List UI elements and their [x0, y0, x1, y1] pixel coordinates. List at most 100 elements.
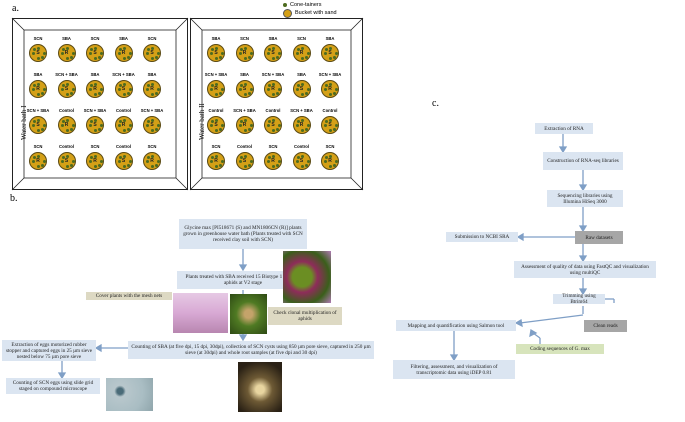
bucket-code: R [64, 122, 69, 128]
cone-tainer [335, 124, 338, 127]
cone-tainer [98, 92, 101, 95]
cone-tainer [268, 48, 271, 51]
bucket-code: S [242, 86, 247, 92]
cone-tainer [272, 129, 275, 132]
cone-tainer [146, 88, 149, 91]
cone-tainer [243, 119, 247, 122]
cone-tainer [239, 156, 243, 159]
bucket: S [207, 116, 225, 134]
cone-tainer [324, 124, 327, 127]
bucket: S [292, 80, 311, 98]
box-extraction-rna: Extraction of RNA [535, 123, 593, 134]
cone-tainer [60, 52, 64, 55]
cone-tainer [243, 155, 247, 158]
cone-tainer [333, 92, 336, 95]
cone-tainer [146, 52, 149, 55]
treatment-label: SCN + SBA [26, 108, 50, 113]
bucket-code: R [242, 122, 247, 128]
treatment-label: SCN + SBA [233, 108, 256, 113]
bucket-icon [283, 8, 292, 18]
cone-tainer [147, 48, 150, 51]
cone-tainer [211, 48, 214, 51]
cone-tainer [155, 92, 158, 95]
bucket: S [264, 116, 282, 134]
cone-tainer [151, 129, 154, 132]
bucket: R [114, 44, 133, 62]
cone-tainer [221, 88, 224, 91]
cone-tainer [300, 155, 304, 158]
cone-tainer [249, 160, 253, 163]
cone-tainer [296, 120, 300, 123]
cone-tainer [276, 128, 279, 131]
cone-tainer [239, 48, 243, 51]
bucket-code: R [299, 50, 304, 56]
cone-tainer [157, 124, 160, 127]
bucket-code: S [64, 158, 69, 164]
bucket-code: S [36, 122, 40, 128]
cone-tainer [118, 48, 122, 51]
cone-tainer [100, 160, 103, 163]
cone-tainer [100, 88, 103, 91]
cone-tainer [94, 57, 97, 60]
cone-tainer [238, 160, 242, 163]
bucket-code: R [242, 50, 247, 56]
cone-tainer [71, 124, 75, 127]
treatment-label: SCN [33, 36, 43, 41]
cone-tainer [117, 160, 121, 163]
cone-tainer [126, 56, 130, 59]
cone-tainer [210, 52, 213, 55]
cone-tainer [37, 57, 40, 60]
cone-tainer [122, 83, 126, 86]
cone-tainer [211, 84, 214, 87]
bucket: R [207, 152, 225, 170]
photo-plants-aphids [283, 251, 331, 303]
bucket: S [143, 116, 161, 134]
photo-leaf [230, 294, 267, 334]
cone-tainer [295, 52, 299, 55]
cone-tainer [69, 92, 73, 95]
bucket: S [321, 44, 339, 62]
cone-tainer [325, 120, 328, 123]
cone-tainer [300, 57, 304, 60]
box-coding-sequences: Coding sequences of G. max [516, 344, 604, 354]
bucket-code: R [93, 158, 97, 164]
water-bath-2 [190, 18, 363, 190]
bucket-code: R [150, 158, 154, 164]
cone-tainer [32, 88, 35, 91]
cone-tainer [100, 124, 103, 127]
cone-tainer [94, 155, 97, 158]
cone-tainer [325, 156, 328, 159]
box-trimming: Trimming using Btrim64 [553, 293, 605, 305]
box-glycine-plants: Glycine max [PI518671 (S) and MN1806CN (… [179, 219, 307, 249]
cone-tainer [329, 93, 332, 96]
cone-tainer [276, 164, 279, 167]
cone-tainer [329, 155, 332, 158]
cone-tainer [157, 160, 160, 163]
bucket: S [29, 44, 47, 62]
cone-tainer [210, 160, 213, 163]
treatment-label: SCN [211, 144, 221, 149]
cone-tainer [71, 88, 75, 91]
cone-tainer [122, 119, 126, 122]
cone-tainer [211, 120, 214, 123]
treatment-label: SBA [62, 36, 71, 41]
cone-tainer-icon [283, 3, 287, 7]
bucket: R [264, 80, 282, 98]
cone-tainer [329, 165, 332, 168]
cone-tainer [335, 52, 338, 55]
cone-tainer [219, 92, 222, 95]
box-construction-libraries: Construction of RNA-seq libraries [543, 152, 623, 170]
cone-tainer [249, 88, 253, 91]
cone-tainer [118, 84, 122, 87]
bucket-code: R [299, 122, 304, 128]
cone-tainer [126, 164, 130, 167]
cone-tainer [90, 48, 93, 51]
bucket: S [57, 152, 76, 170]
cone-tainer [243, 129, 247, 132]
cone-tainer [210, 124, 213, 127]
cone-tainer [329, 129, 332, 132]
treatment-label: SBA [90, 72, 100, 77]
cone-tainer [333, 164, 336, 167]
bucket: S [29, 116, 47, 134]
cone-tainer [151, 83, 154, 86]
